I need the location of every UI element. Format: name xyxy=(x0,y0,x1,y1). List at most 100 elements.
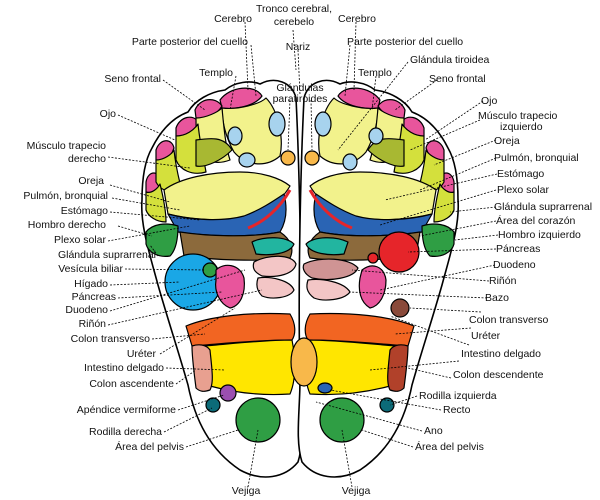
label-left-0: Cerebro xyxy=(214,13,252,25)
label-left-5: Músculo trapecio xyxy=(27,140,107,152)
label-right-24: Recto xyxy=(443,404,471,416)
right-ascending-colon xyxy=(191,344,213,392)
right-appendix xyxy=(219,384,237,402)
label-right-18: Bazo xyxy=(485,292,509,304)
label-right-4: Seno frontal xyxy=(429,73,486,85)
right-trapezius xyxy=(195,137,233,167)
left-trapezius xyxy=(367,137,405,167)
label-left-12: Glándula suprarrenal xyxy=(58,249,156,261)
label-right-27: Vejiga xyxy=(342,485,371,497)
label-left-15: Páncreas xyxy=(72,291,116,303)
label-center-2: Nariz xyxy=(286,41,311,53)
label-left-23: Rodilla derecha xyxy=(89,426,162,438)
right-temple-spot xyxy=(227,126,243,146)
right-solar-plexus-curve xyxy=(247,189,292,230)
left-shoulder xyxy=(421,223,455,257)
right-transverse-colon xyxy=(185,312,296,347)
left-pelvis xyxy=(319,397,365,443)
left-eye-spot xyxy=(368,127,384,145)
left-rectum xyxy=(317,382,333,394)
right-parathyroid-spot xyxy=(280,150,296,166)
label-right-21: Intestino delgado xyxy=(461,348,541,360)
label-right-8: Oreja xyxy=(494,135,520,147)
label-left-9: Estómago xyxy=(61,205,108,217)
right-eye-spot xyxy=(238,152,256,168)
left-heart-area xyxy=(378,231,420,273)
left-descending-colon xyxy=(387,344,409,392)
left-pancreas xyxy=(358,265,387,309)
right-shoulder xyxy=(145,223,179,257)
left-duodenum xyxy=(302,258,359,281)
label-left-21: Colon ascendente xyxy=(89,378,174,390)
label-right-10: Estómago xyxy=(497,168,544,180)
label-left-16: Duodeno xyxy=(65,304,108,316)
label-right-15: Páncreas xyxy=(496,243,540,255)
label-left-14: Hígado xyxy=(74,278,108,290)
right-duodenum xyxy=(252,255,297,278)
label-right-5: Ojo xyxy=(481,95,498,107)
left-spleen xyxy=(390,298,410,318)
label-right-16: Duodeno xyxy=(493,259,536,271)
label-left-24: Área del pelvis xyxy=(115,440,184,453)
left-adrenal xyxy=(305,237,349,256)
label-left-6: derecho xyxy=(68,153,106,165)
label-right-14: Hombro izquierdo xyxy=(498,229,581,241)
label-left-8: Pulmón, bronquial xyxy=(23,190,108,202)
label-left-13: Vesícula biliar xyxy=(58,263,123,275)
label-right-2: Glándula tiroidea xyxy=(410,54,490,66)
label-right-22: Colon descendente xyxy=(453,369,544,381)
left-nose-spot xyxy=(314,111,332,137)
right-pancreas xyxy=(215,264,245,309)
right-kidney xyxy=(256,276,295,299)
left-toe4 xyxy=(417,149,445,194)
right-small-intestine xyxy=(203,339,296,396)
label-left-18: Colon transverso xyxy=(71,333,151,345)
label-right-20: Uréter xyxy=(471,330,501,342)
left-toe5 xyxy=(433,183,455,223)
label-right-26: Área del pelvis xyxy=(415,440,484,453)
label-left-22: Apéndice vermiforme xyxy=(77,404,176,416)
feet-illustration xyxy=(140,79,460,478)
label-left-1: Parte posterior del cuello xyxy=(132,36,248,48)
label-right-19: Colon transverso xyxy=(469,314,549,326)
right-knee xyxy=(205,397,221,413)
left-kidney xyxy=(306,278,351,301)
right-pelvis xyxy=(235,397,281,443)
label-center-0: Tronco cerebral, xyxy=(256,3,332,15)
right-adrenal xyxy=(251,237,295,256)
label-right-13: Área del corazón xyxy=(496,214,576,227)
label-left-19: Uréter xyxy=(127,348,157,360)
label-left-11: Plexo solar xyxy=(54,234,106,246)
label-right-6: Músculo trapecio xyxy=(478,110,558,122)
label-left-25: Vejiga xyxy=(232,485,261,497)
label-right-12: Glándula suprarrenal xyxy=(494,201,592,213)
label-left-17: Riñón xyxy=(79,318,107,330)
left-knee xyxy=(379,397,395,413)
label-right-17: Riñón xyxy=(489,275,517,287)
label-left-4: Ojo xyxy=(100,108,117,120)
labels-center: Tronco cerebral, cerebelo Nariz Glándula… xyxy=(256,3,332,105)
label-right-11: Plexo solar xyxy=(497,184,549,196)
label-left-2: Templo xyxy=(199,67,233,79)
label-right-1: Parte posterior del cuello xyxy=(347,36,463,48)
label-right-23: Rodilla izquierda xyxy=(419,390,497,402)
right-gallbladder xyxy=(202,262,218,278)
label-left-10: Hombro derecho xyxy=(28,219,106,231)
label-left-20: Intestino delgado xyxy=(84,362,164,374)
label-center-1: cerebelo xyxy=(274,16,314,28)
left-adrenal-small xyxy=(367,252,379,264)
label-center-4: paratiroides xyxy=(273,93,328,105)
label-center-3: Glándulas xyxy=(276,82,323,94)
left-solar-plexus-curve xyxy=(308,189,353,230)
labels-left: Cerebro Parte posterior del cuello Templ… xyxy=(23,13,260,497)
label-right-0: Cerebro xyxy=(338,13,376,25)
label-right-7: izquierdo xyxy=(500,121,543,133)
label-left-7: Oreja xyxy=(78,175,104,187)
label-left-3: Seno frontal xyxy=(104,73,161,85)
label-right-3: Templo xyxy=(358,67,392,79)
right-toe4 xyxy=(155,149,183,194)
left-temple-spot xyxy=(342,153,358,171)
label-right-25: Ano xyxy=(424,425,443,437)
right-nose-spot xyxy=(268,111,286,137)
